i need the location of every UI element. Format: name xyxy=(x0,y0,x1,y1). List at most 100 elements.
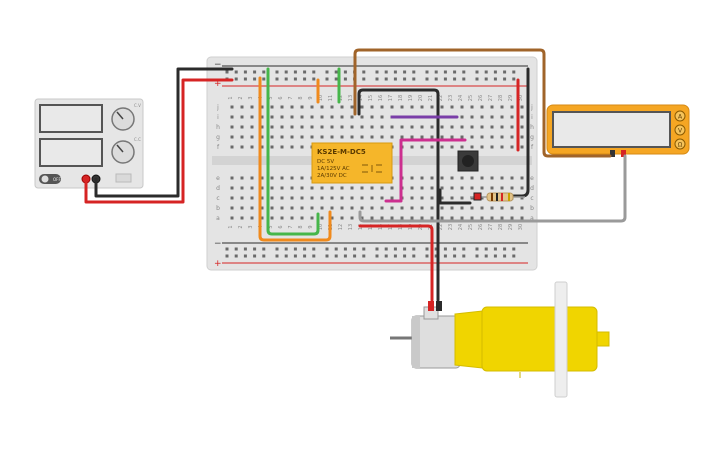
row-letter: b xyxy=(530,205,534,212)
row-letter: c xyxy=(216,195,219,202)
top-minus-label: − xyxy=(214,60,222,70)
column-number: 3 xyxy=(248,96,254,99)
wire-brown-meter[interactable] xyxy=(353,48,612,158)
column-number: 15 xyxy=(368,95,374,101)
meter-com-probe[interactable] xyxy=(610,150,615,157)
column-number: 24 xyxy=(458,95,464,101)
row-letter: e xyxy=(530,175,534,182)
led-indicator xyxy=(473,192,482,201)
column-number: 8 xyxy=(298,225,304,228)
mode-button-ohms[interactable] xyxy=(674,138,686,150)
row-letter: d xyxy=(530,185,534,192)
column-number: 16 xyxy=(378,95,384,101)
column-number: 6 xyxy=(278,225,284,228)
wire-psu-negative[interactable] xyxy=(94,67,234,198)
column-number: 27 xyxy=(488,95,494,101)
wire-magenta[interactable] xyxy=(384,138,467,203)
row-letter: f xyxy=(531,144,534,151)
column-number: 29 xyxy=(508,95,514,101)
wire-red-motor[interactable] xyxy=(358,224,434,302)
power-supply: C.V C.C OFF xyxy=(34,98,144,189)
column-number: 28 xyxy=(498,224,504,230)
column-number: 23 xyxy=(448,95,454,101)
relay-model: KS2E-M-DC5 xyxy=(317,148,366,156)
row-letter: j xyxy=(530,104,533,111)
column-number: 22 xyxy=(438,95,444,101)
column-number: 14 xyxy=(358,95,364,101)
column-number: 17 xyxy=(388,95,394,101)
column-number: 1 xyxy=(228,225,234,228)
knob-label-cv: C.V xyxy=(134,103,141,108)
top-plus-label: + xyxy=(214,79,222,89)
wire-black-button[interactable] xyxy=(438,188,472,205)
breadboard-holes xyxy=(225,70,524,258)
column-number: 10 xyxy=(318,95,324,101)
relay-rating-dc: 2A/30V DC xyxy=(317,173,347,179)
relay[interactable]: KS2E-M-DC5 DC 5V 1A/125V AC 2A/30V DC xyxy=(311,142,393,184)
bottom-plus-label: + xyxy=(214,259,222,269)
wire-black-right[interactable] xyxy=(505,67,530,198)
column-number: 12 xyxy=(338,224,344,230)
voltage-display xyxy=(39,104,103,133)
switch-label: OFF xyxy=(53,177,61,182)
column-number: 26 xyxy=(478,224,484,230)
row-letter: c xyxy=(530,195,533,202)
knob-label-cc: C.C xyxy=(134,137,141,142)
column-number: 29 xyxy=(508,224,514,230)
motor-shaft xyxy=(554,281,568,398)
dc-motor[interactable] xyxy=(390,281,610,398)
bottom-minus-label: − xyxy=(214,239,222,249)
column-number: 13 xyxy=(348,95,354,101)
column-number: 24 xyxy=(458,224,464,230)
wire-psu-positive[interactable] xyxy=(84,78,234,204)
row-letter: e xyxy=(216,175,220,182)
row-letter: j xyxy=(216,104,219,111)
mode-button-amps[interactable] xyxy=(674,110,686,122)
wires xyxy=(84,48,627,302)
column-number: 20 xyxy=(418,95,424,101)
column-number: 25 xyxy=(468,95,474,101)
relay-schematic-icon xyxy=(362,164,382,173)
wire-orange-loop[interactable] xyxy=(258,76,332,242)
column-number: 27 xyxy=(488,224,494,230)
mode-label-volts: V xyxy=(678,128,683,135)
meter-v-probe[interactable] xyxy=(621,150,626,157)
column-number: 5 xyxy=(268,225,274,228)
mode-label-amps: A xyxy=(678,114,683,121)
column-number: 6 xyxy=(278,96,284,99)
column-number: 5 xyxy=(268,96,274,99)
relay-coil: DC 5V xyxy=(317,159,334,165)
row-letter: h xyxy=(216,124,220,131)
column-number: 1 xyxy=(228,96,234,99)
row-letter: f xyxy=(217,144,220,151)
mode-button-volts[interactable] xyxy=(674,124,686,136)
column-number: 30 xyxy=(518,95,524,101)
column-number: 9 xyxy=(308,225,314,228)
push-button[interactable] xyxy=(457,150,479,172)
column-number: 30 xyxy=(518,224,524,230)
current-display xyxy=(39,138,103,167)
column-number: 12 xyxy=(338,95,344,101)
column-number: 2 xyxy=(238,96,244,99)
wire-black-motor[interactable] xyxy=(357,88,440,302)
column-number: 2 xyxy=(238,225,244,228)
wire-green-loop[interactable] xyxy=(266,67,320,236)
relay-rating-ac: 1A/125V AC xyxy=(317,166,350,172)
row-letter: i xyxy=(531,114,533,121)
column-number: 7 xyxy=(288,225,294,228)
column-number: 11 xyxy=(328,95,334,101)
row-letter: i xyxy=(217,114,219,121)
column-number: 23 xyxy=(448,224,454,230)
column-number: 28 xyxy=(498,95,504,101)
row-letter: a xyxy=(530,215,534,222)
column-number: 10 xyxy=(318,224,324,230)
column-number: 19 xyxy=(408,95,414,101)
column-number: 18 xyxy=(398,95,404,101)
row-letter: g xyxy=(530,134,534,141)
row-letter: a xyxy=(216,215,220,222)
wire-gray-meter[interactable] xyxy=(358,154,627,223)
multimeter-display xyxy=(552,111,671,148)
mode-label-ohms: Ω xyxy=(678,142,683,149)
